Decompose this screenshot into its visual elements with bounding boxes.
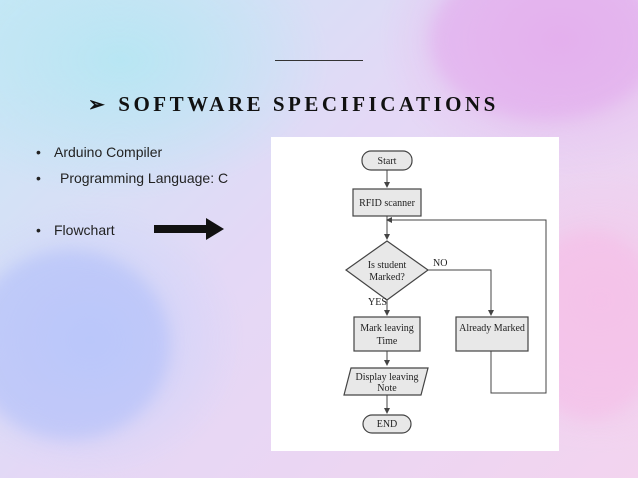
right-arrow-icon <box>154 218 224 240</box>
bullet-item: • Flowchart <box>36 222 115 238</box>
already-marked-label: Already Marked <box>459 323 525 334</box>
flowchart-image: Start RFID scanner Is student Marked? NO… <box>271 137 559 451</box>
flowchart-diagram: Start RFID scanner Is student Marked? NO… <box>343 150 547 434</box>
decision-diamond <box>344 240 430 301</box>
bullet-text: Arduino Compiler <box>54 144 163 160</box>
scanner-process-box <box>352 188 422 217</box>
no-branch-label: NO <box>433 258 447 269</box>
decision-label-line2: Marked? <box>369 272 405 283</box>
bullet-marker: • <box>36 222 41 238</box>
connector-loop-back <box>386 217 547 394</box>
connector-decision-already <box>428 269 494 316</box>
bullet-text: Programming Language: C <box>60 170 229 186</box>
mark-leaving-line1: Mark leaving <box>360 323 414 334</box>
end-label: END <box>377 419 398 430</box>
top-rule-line <box>275 60 363 61</box>
bullet-marker: • <box>36 144 41 160</box>
mark-leaving-line2: Time <box>377 336 398 347</box>
scanner-label: RFID scanner <box>359 198 415 209</box>
yes-branch-label: YES <box>368 297 387 308</box>
bullet-item: • Programming Language: C <box>36 170 228 186</box>
start-terminator <box>361 150 413 171</box>
mark-leaving-box <box>353 316 421 352</box>
slide-title-text: SOFTWARE SPECIFICATIONS <box>118 92 499 116</box>
arrowhead-bullet-icon: ➢ <box>88 94 109 116</box>
slide-title: ➢ SOFTWARE SPECIFICATIONS <box>88 92 558 117</box>
already-marked-box <box>455 316 529 352</box>
bullet-marker: • <box>36 170 41 186</box>
background-blob-left <box>0 250 170 440</box>
end-terminator <box>362 414 412 434</box>
bullet-item: • Arduino Compiler <box>36 144 162 160</box>
decision-label-line1: Is student <box>368 260 407 271</box>
display-note-line1: Display leaving <box>355 372 418 383</box>
display-note-line2: Note <box>377 383 397 394</box>
bullet-text: Flowchart <box>54 222 115 238</box>
start-label: Start <box>378 156 397 167</box>
display-note-parallelogram <box>343 367 429 396</box>
